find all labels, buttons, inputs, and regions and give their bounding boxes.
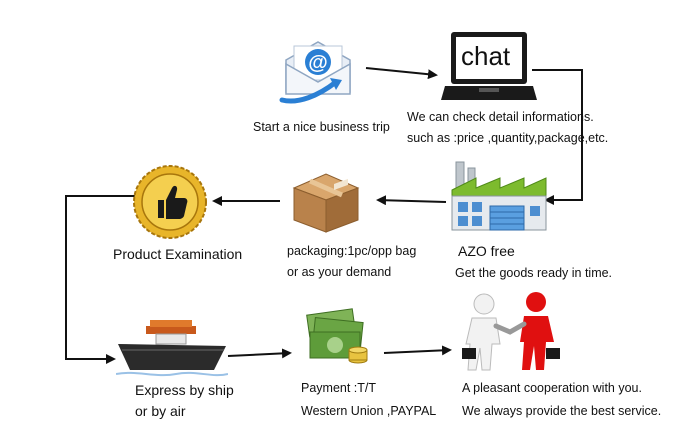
email-caption: Start a nice business trip — [253, 120, 390, 134]
payment-caption-line2: Western Union ,PAYPAL — [301, 404, 437, 418]
step-chat — [441, 30, 537, 112]
laptop-screen-text: chat — [461, 41, 511, 71]
chat-caption-line2: such as :price ,quantity,package,etc. — [407, 131, 609, 145]
step-payment — [300, 306, 376, 374]
email-at-icon: @ — [279, 41, 351, 104]
cardboard-box-icon — [292, 173, 360, 233]
handshake-figures-icon — [462, 292, 560, 371]
cooperation-caption-line1: A pleasant cooperation with you. — [462, 381, 642, 395]
cargo-ship-icon — [115, 320, 229, 377]
factory-caption-line2: Get the goods ready in time. — [455, 266, 613, 280]
packaging-caption-line2: or as your demand — [287, 265, 392, 279]
arrow-factory-to-packaging — [376, 195, 447, 206]
step-factory — [446, 156, 550, 236]
step-examination — [132, 164, 208, 240]
shipping-caption-line1: Express by ship — [135, 382, 234, 398]
chat-caption-line1: We can check detail informations. — [407, 110, 594, 124]
factory-caption-line1: AZO free — [458, 243, 515, 259]
step-shipping — [115, 316, 229, 378]
step-cooperation — [458, 290, 562, 374]
arrow-email-to-chat — [365, 67, 438, 80]
arrow-shipping-to-payment — [227, 348, 292, 359]
step-packaging — [290, 170, 362, 234]
cooperation-caption-line2: We always provide the best service. — [462, 404, 662, 418]
shipping-caption-line2: or by air — [135, 403, 186, 419]
arrow-examination-to-shipping — [65, 195, 135, 364]
money-stack-icon — [306, 308, 368, 364]
laptop-chat-icon — [441, 32, 537, 100]
examination-caption: Product Examination — [113, 246, 243, 262]
gold-thumbs-up-seal-icon — [133, 165, 207, 239]
svg-text:@: @ — [308, 52, 328, 74]
arrow-payment-to-cooperation — [383, 345, 452, 356]
factory-icon — [451, 161, 547, 231]
step-email: @ — [278, 38, 360, 108]
packaging-caption-line1: packaging:1pc/opp bag — [287, 244, 417, 258]
arrow-chat-to-factory — [532, 69, 583, 205]
payment-caption-line1: Payment :T/T — [301, 381, 377, 395]
